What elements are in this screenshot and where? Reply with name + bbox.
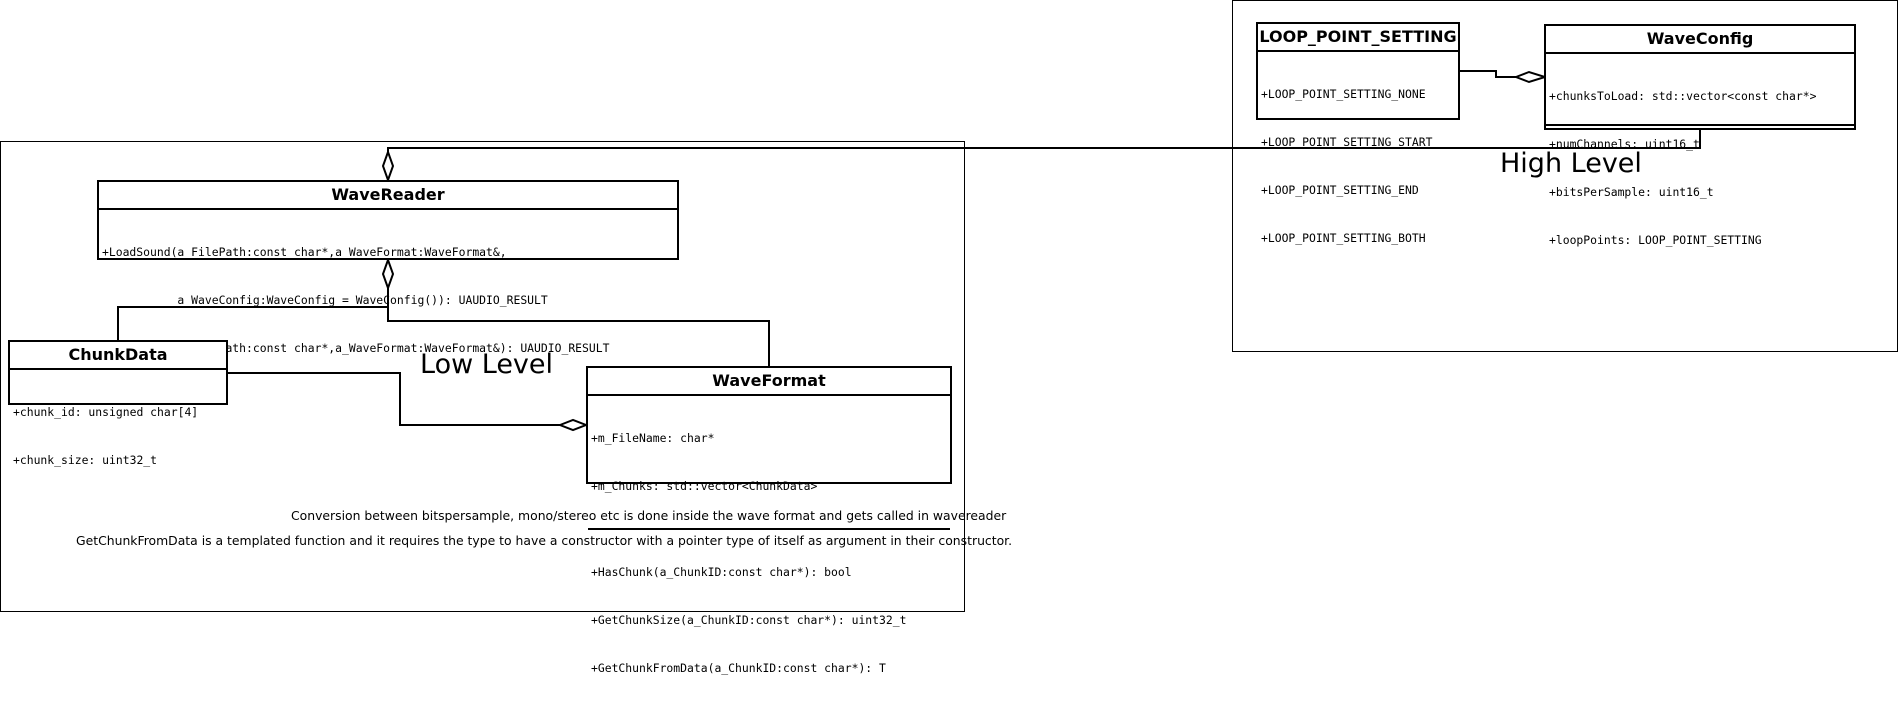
waveconfig-class-name: WaveConfig [1546,26,1854,54]
wavereader-class-name: WaveReader [99,182,677,210]
waveconfig-class: WaveConfig +chunksToLoad: std::vector<co… [1544,24,1856,247]
chunkdata-to-wavereader-connector [117,288,389,341]
attribute-line: +m_FileName: char* [591,431,715,445]
method-line: +GetChunkSize(a_ChunkID:const char*): ui… [591,613,907,627]
attribute-line: +chunksToLoad: std::vector<const char*> [1549,89,1817,103]
method-line: +LoadSound(a_FilePath:const char*,a_Wave… [102,245,507,259]
enum-value-line: +LOOP_POINT_SETTING_BOTH [1261,231,1426,245]
enum-value-line: +LOOP_POINT_SETTING_NONE [1261,87,1426,101]
waveconfig-attributes: +chunksToLoad: std::vector<const char*> … [1546,54,1854,247]
chunkdata-attributes: +chunk_id: unsigned char[4] +chunk_size:… [10,370,226,502]
aggregation-diamond-bottom [381,257,395,291]
enum-value-line: +LOOP_POINT_SETTING_END [1261,183,1419,197]
aggregation-diamond-top [381,149,395,183]
loop-point-setting-name: LOOP_POINT_SETTING [1258,24,1458,52]
low-level-label: Low Level [420,349,554,380]
waveconfig-to-wavereader-connector [387,128,1701,152]
method-line: +HasChunk(a_ChunkID:const char*): bool [591,565,852,579]
waveformat-class: WaveFormat +m_FileName: char* +m_Chunks:… [586,366,952,675]
loop-point-setting-enum: LOOP_POINT_SETTING +LOOP_POINT_SETTING_N… [1256,22,1460,245]
association-connectors [117,70,1701,432]
waveconfig-methods [1546,124,1854,130]
attribute-line: +numChannels: uint16_t [1549,137,1700,151]
conversion-note: Conversion between bitspersample, mono/s… [291,508,1007,523]
attribute-line: +chunk_size: uint32_t [13,453,158,467]
enum-value-line: +LOOP_POINT_SETTING_START [1261,135,1433,149]
method-line: a_WaveConfig:WaveConfig = WaveConfig()):… [102,293,548,307]
waveformat-to-wavereader-connector [387,307,770,367]
loop-point-setting-values: +LOOP_POINT_SETTING_NONE +LOOP_POINT_SET… [1258,52,1458,280]
attribute-line: +m_Chunks: std::vector<ChunkData> [591,479,818,493]
high-level-label: High Level [1500,148,1642,179]
waveformat-attributes: +m_FileName: char* +m_Chunks: std::vecto… [588,396,950,528]
method-line: +GetChunkFromData(a_ChunkID:const char*)… [591,661,886,675]
aggregation-diamond-waveformat [557,418,589,432]
chunkdata-class-name: ChunkData [10,342,226,370]
aggregation-diamond-waveconfig [1513,70,1549,84]
attribute-line: +bitsPerSample: uint16_t [1549,185,1714,199]
templated-note: GetChunkFromData is a templated function… [76,533,1013,548]
waveformat-class-name: WaveFormat [588,368,950,396]
chunkdata-to-waveformat-connector [227,372,560,426]
waveformat-methods: +HasChunk(a_ChunkID:const char*): bool +… [588,528,950,710]
wavereader-class: WaveReader +LoadSound(a_FilePath:const c… [97,180,679,355]
attribute-line: +chunk_id: unsigned char[4] [13,405,199,419]
chunkdata-class: ChunkData +chunk_id: unsigned char[4] +c… [8,340,228,467]
attribute-line: +loopPoints: LOOP_POINT_SETTING [1549,233,1762,247]
loopsetting-to-waveconfig-connector [1459,70,1516,78]
